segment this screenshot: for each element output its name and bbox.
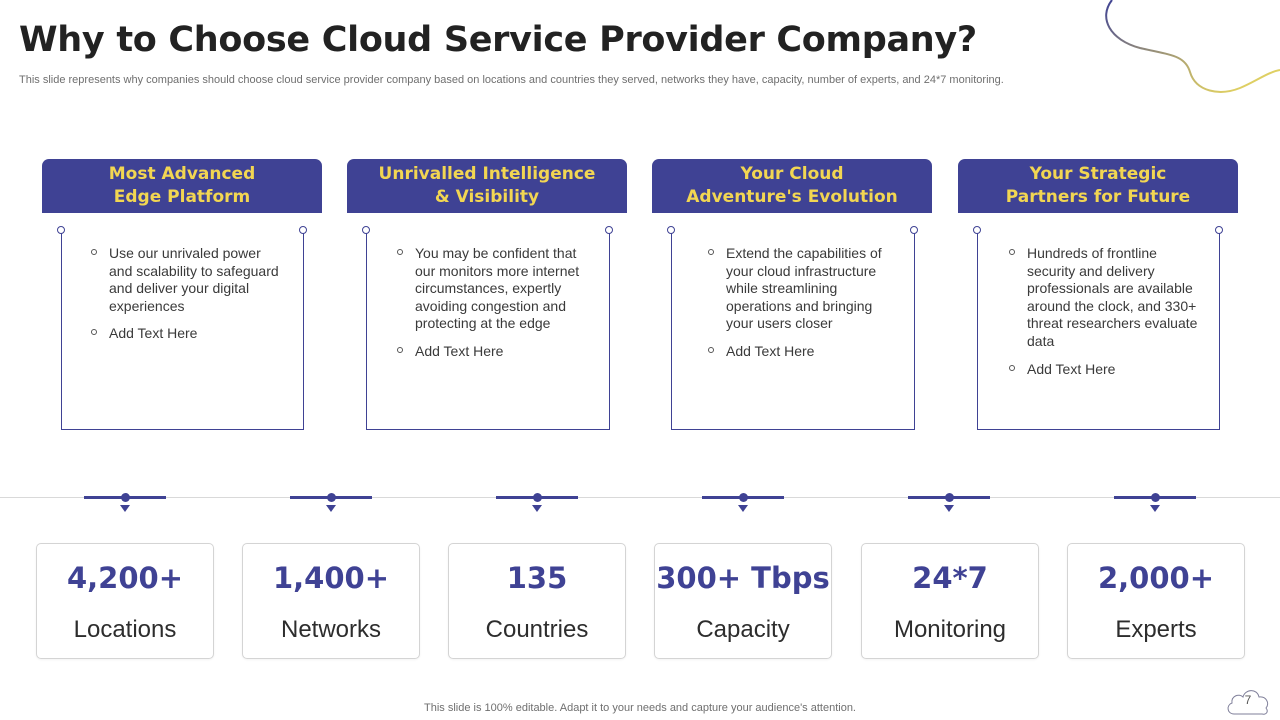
bullet-text: You may be confident that our monitors m… [415,245,580,332]
pin-right-icon [299,226,307,234]
cloud-icon [1227,690,1269,715]
slide-footer-note: This slide is 100% editable. Adapt it to… [424,702,856,714]
marker-dot-icon [739,493,748,502]
bullet-list: Hundreds of frontline security and deliv… [1009,245,1199,388]
card-body-frame [61,231,304,430]
timeline-marker [84,491,166,515]
card-title: Your Cloud Adventure's Evolution [686,164,898,207]
stat-label: Countries [485,616,589,643]
card-title: Unrivalled Intelligence & Visibility [378,164,596,207]
card-header: Your Strategic Partners for Future [958,159,1238,213]
bullet-circle-icon [708,249,714,255]
bullet-item: Add Text Here [1009,361,1199,379]
pin-left-icon [57,226,65,234]
pin-right-icon [1215,226,1223,234]
stat-card-monitoring: 24*7 Monitoring [861,543,1039,659]
bullet-item: Use our unrivaled power and scalability … [91,245,281,315]
bullet-circle-icon [708,346,714,353]
timeline-marker [702,491,784,515]
arrow-down-icon [532,505,542,512]
timeline-line [0,497,1280,498]
bullet-item: Add Text Here [397,343,587,361]
card-title: Your Strategic Partners for Future [1005,164,1191,207]
page-number: 7 [1244,693,1252,707]
bullet-text: Hundreds of frontline security and deliv… [1027,245,1198,349]
timeline-marker [290,491,372,515]
arrow-down-icon [326,505,336,512]
stat-card-locations: 4,200+ Locations [36,543,214,659]
marker-dot-icon [1151,493,1160,502]
card-header: Unrivalled Intelligence & Visibility [347,159,627,213]
bullet-text: Add Text Here [415,342,504,359]
pin-right-icon [605,226,613,234]
arrow-down-icon [1150,505,1160,512]
marker-dot-icon [945,493,954,502]
stat-card-experts: 2,000+ Experts [1067,543,1245,659]
pin-left-icon [973,226,981,234]
feature-card-intelligence: Unrivalled Intelligence & Visibility You… [347,159,627,434]
stat-value: 4,200+ [66,561,184,595]
stat-card-capacity: 300+ Tbps Capacity [654,543,832,659]
timeline-marker [908,491,990,515]
bullet-circle-icon [91,249,97,255]
stat-card-networks: 1,400+ Networks [242,543,420,659]
marker-dot-icon [121,493,130,502]
stat-value: 300+ Tbps [656,561,830,595]
stat-value: 2,000+ [1097,561,1215,595]
stat-card-countries: 135 Countries [448,543,626,659]
pin-right-icon [910,226,918,234]
bullet-text: Add Text Here [109,325,198,342]
bullet-list: You may be confident that our monitors m… [397,245,587,371]
feature-card-strategic-partners: Your Strategic Partners for Future Hundr… [958,159,1238,434]
marker-dot-icon [533,493,542,502]
stat-label: Capacity [696,616,790,643]
stat-value: 24*7 [912,561,988,595]
card-title: Most Advanced Edge Platform [108,164,256,207]
bullet-circle-icon [1009,364,1015,371]
pin-left-icon [667,226,675,234]
stat-value: 135 [506,561,568,595]
pin-left-icon [362,226,370,234]
stat-label: Networks [280,616,382,643]
feature-card-cloud-evolution: Your Cloud Adventure's Evolution Extend … [652,159,932,434]
bullet-circle-icon [1009,249,1015,255]
bullet-circle-icon [397,346,403,353]
bullet-text: Add Text Here [1027,360,1116,377]
stat-label: Monitoring [893,616,1007,643]
card-header: Your Cloud Adventure's Evolution [652,159,932,213]
bullet-item: You may be confident that our monitors m… [397,245,587,333]
stat-label: Experts [1115,616,1197,643]
bullet-item: Hundreds of frontline security and deliv… [1009,245,1199,351]
arrow-down-icon [120,505,130,512]
bullet-list: Extend the capabilities of your cloud in… [708,245,888,371]
stat-value: 1,400+ [272,561,390,595]
page-number-badge: 7 [1224,683,1272,717]
card-body-frame [977,231,1220,430]
card-body-frame [671,231,915,430]
bullet-item: Extend the capabilities of your cloud in… [708,245,888,333]
slide-subtitle: This slide represents why companies shou… [19,74,1004,86]
marker-dot-icon [327,493,336,502]
bullet-text: Use our unrivaled power and scalability … [109,245,279,314]
bullet-list: Use our unrivaled power and scalability … [91,245,281,353]
bullet-text: Add Text Here [726,342,815,359]
bullet-circle-icon [91,329,97,336]
timeline-marker [1114,491,1196,515]
bullet-circle-icon [397,249,403,255]
bullet-item: Add Text Here [91,325,281,343]
slide-title: Why to Choose Cloud Service Provider Com… [19,20,977,60]
card-header: Most Advanced Edge Platform [42,159,322,213]
feature-card-edge-platform: Most Advanced Edge Platform Use our unri… [42,159,322,434]
arrow-down-icon [738,505,748,512]
decorative-curve [1105,0,1280,93]
arrow-down-icon [944,505,954,512]
stat-label: Locations [73,616,177,643]
timeline-marker [496,491,578,515]
bullet-text: Extend the capabilities of your cloud in… [726,245,882,332]
card-body-frame [366,231,610,430]
bullet-item: Add Text Here [708,343,888,361]
